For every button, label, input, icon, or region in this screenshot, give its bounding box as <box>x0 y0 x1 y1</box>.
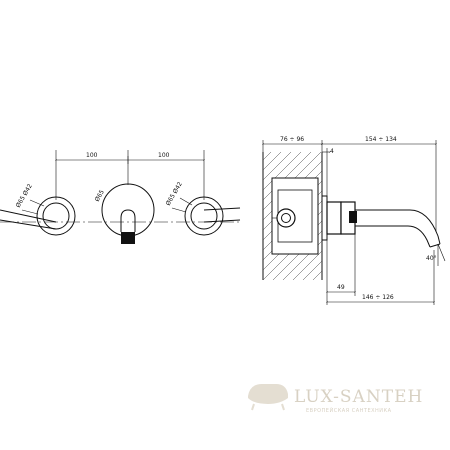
wall-plate <box>321 195 328 241</box>
spout-body <box>326 201 342 235</box>
body-49-label: 49 <box>337 284 345 291</box>
angle-label: 40° <box>426 255 437 262</box>
spout-collar-mark <box>349 211 357 223</box>
wall-depth-label: 76 ÷ 96 <box>280 136 304 143</box>
right-handle <box>184 196 241 236</box>
watermark-brand: LUX-SANTEH <box>294 387 423 407</box>
right-lever <box>203 207 241 211</box>
dia-42-left: Ø42 <box>22 183 34 197</box>
spout-arm-bottom <box>355 225 431 248</box>
leader-left-65 <box>21 209 39 215</box>
dia-65-left: Ø65 <box>15 195 27 209</box>
side-view: 40° 76 ÷ 96 154 ÷ 134 4 49 146 ÷ 126 <box>262 136 446 305</box>
left-lever <box>0 209 57 223</box>
plate-thickness-label: 4 <box>330 148 334 155</box>
leader-right-42 <box>179 197 193 206</box>
valve-inner <box>281 213 291 223</box>
spout-outline <box>120 209 136 232</box>
spout-arm-top <box>355 209 441 245</box>
dia-65-right: Ø65 <box>165 193 177 207</box>
dia-42-right: Ø42 <box>172 181 184 195</box>
spacing-right-label: 100 <box>158 152 170 159</box>
right-lever-edge <box>203 219 241 223</box>
front-view: 100 100 Ø42 Ø65 Ø65 Ø42 Ø65 <box>0 150 241 244</box>
spacing-left-label: 100 <box>86 152 98 159</box>
left-handle <box>0 196 76 236</box>
watermark-tagline: ЕВРОПЕЙСКАЯ САНТЕХНИКА <box>306 407 392 414</box>
spout-reach-bottom-label: 146 ÷ 126 <box>362 294 394 301</box>
spout-aerator <box>121 232 135 244</box>
left-rosette-inner <box>42 202 70 230</box>
right-rosette-inner <box>190 202 218 230</box>
leader-left-42 <box>29 199 45 207</box>
leader-right-65 <box>171 207 187 213</box>
center-spout <box>101 183 155 244</box>
angle-ref-axis <box>437 243 446 262</box>
watermark-logo: LUX-SANTEH ЕВРОПЕЙСКАЯ САНТЕХНИКА <box>248 384 423 414</box>
bathtub-icon <box>248 384 288 404</box>
spout-reach-top-label: 154 ÷ 134 <box>365 136 397 143</box>
left-lever-edge <box>0 219 57 230</box>
